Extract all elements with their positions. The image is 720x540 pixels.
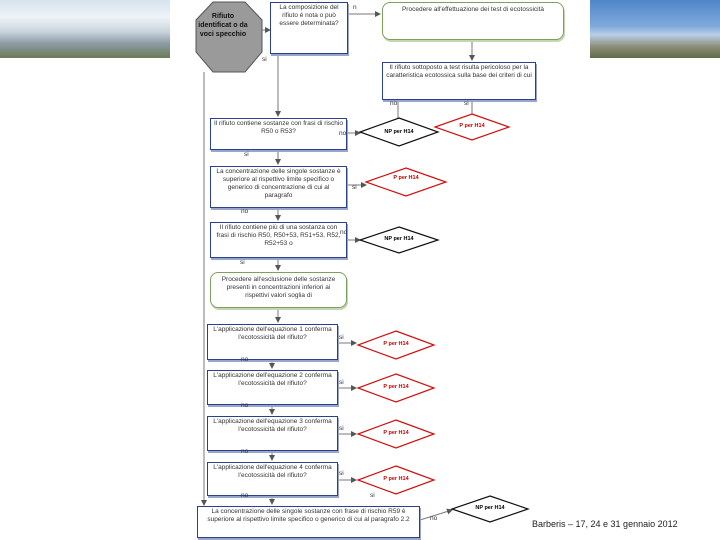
label-no-1: no [390, 100, 398, 107]
decision-p-3: P per H14 [383, 341, 409, 347]
label-no-2: no [339, 130, 347, 137]
question-concentration: La concentrazione delle singole sostanze… [210, 166, 347, 208]
decision-p-4: P per H14 [383, 384, 409, 390]
question-equation-2: L'applicazione dell'equazione 2 conferma… [207, 370, 338, 405]
label-no-5: no [241, 356, 249, 363]
label-si-7: si [339, 379, 344, 386]
decision-p-5: P per H14 [383, 430, 409, 436]
label-no-6: no [241, 402, 249, 409]
decision-np-3: NP per H14 [475, 505, 505, 511]
question-r50-r53: Il rifiuto contiene sostanze con frasi d… [210, 118, 347, 150]
decision-p-1: P per H14 [459, 123, 485, 129]
start-node: Rifiuto identificat o da voci specchio [198, 13, 248, 38]
label-si-4: si [352, 184, 357, 191]
action-exclude-substances: Procedere all'esclusione delle sostanze … [210, 272, 347, 308]
question-equation-1: L'applicazione dell'equazione 1 conferma… [207, 324, 338, 360]
question-equation-3: L'applicazione dell'equazione 3 conferma… [207, 416, 338, 451]
action-ecotox-test: Procedere all'effettuazione dei test di … [382, 2, 564, 40]
question-multiple-substances: Il rifiuto contiene più di una sostanza … [210, 222, 347, 258]
label-si-8: si [339, 425, 344, 432]
question-composition: La composizione del rifiuto è nota o può… [270, 2, 348, 54]
decision-p-6: P per H14 [383, 476, 409, 482]
label-n: n [353, 4, 357, 11]
label-si-5: si [240, 259, 245, 266]
label-si-3: si [244, 151, 249, 158]
label-no-7: no [241, 448, 249, 455]
label-no-8: no [241, 492, 249, 499]
footer-credit: Barberis – 17, 24 e 31 gennaio 2012 [532, 519, 678, 529]
question-r59: La concentrazione delle singole sostanze… [197, 506, 420, 538]
label-si-1: si [262, 56, 267, 63]
label-no-4: no [340, 229, 348, 236]
question-test-result: Il rifiuto sottoposto a test risulta per… [382, 62, 536, 100]
decision-p-2: P per H14 [393, 175, 419, 181]
decision-np-2: NP per H14 [384, 236, 414, 242]
label-si-2: si [464, 100, 469, 107]
castle-photo [590, 0, 720, 58]
label-si-10: si [370, 492, 375, 499]
label-si-9: si [339, 470, 344, 477]
question-equation-4: L'applicazione dell'equazione 4 conferma… [207, 462, 338, 496]
decision-np-1: NP per H14 [384, 129, 414, 135]
mountain-photo [0, 0, 170, 58]
label-si-6: si [339, 334, 344, 341]
label-no-3: no [241, 208, 249, 215]
label-no-9: no [430, 515, 438, 522]
